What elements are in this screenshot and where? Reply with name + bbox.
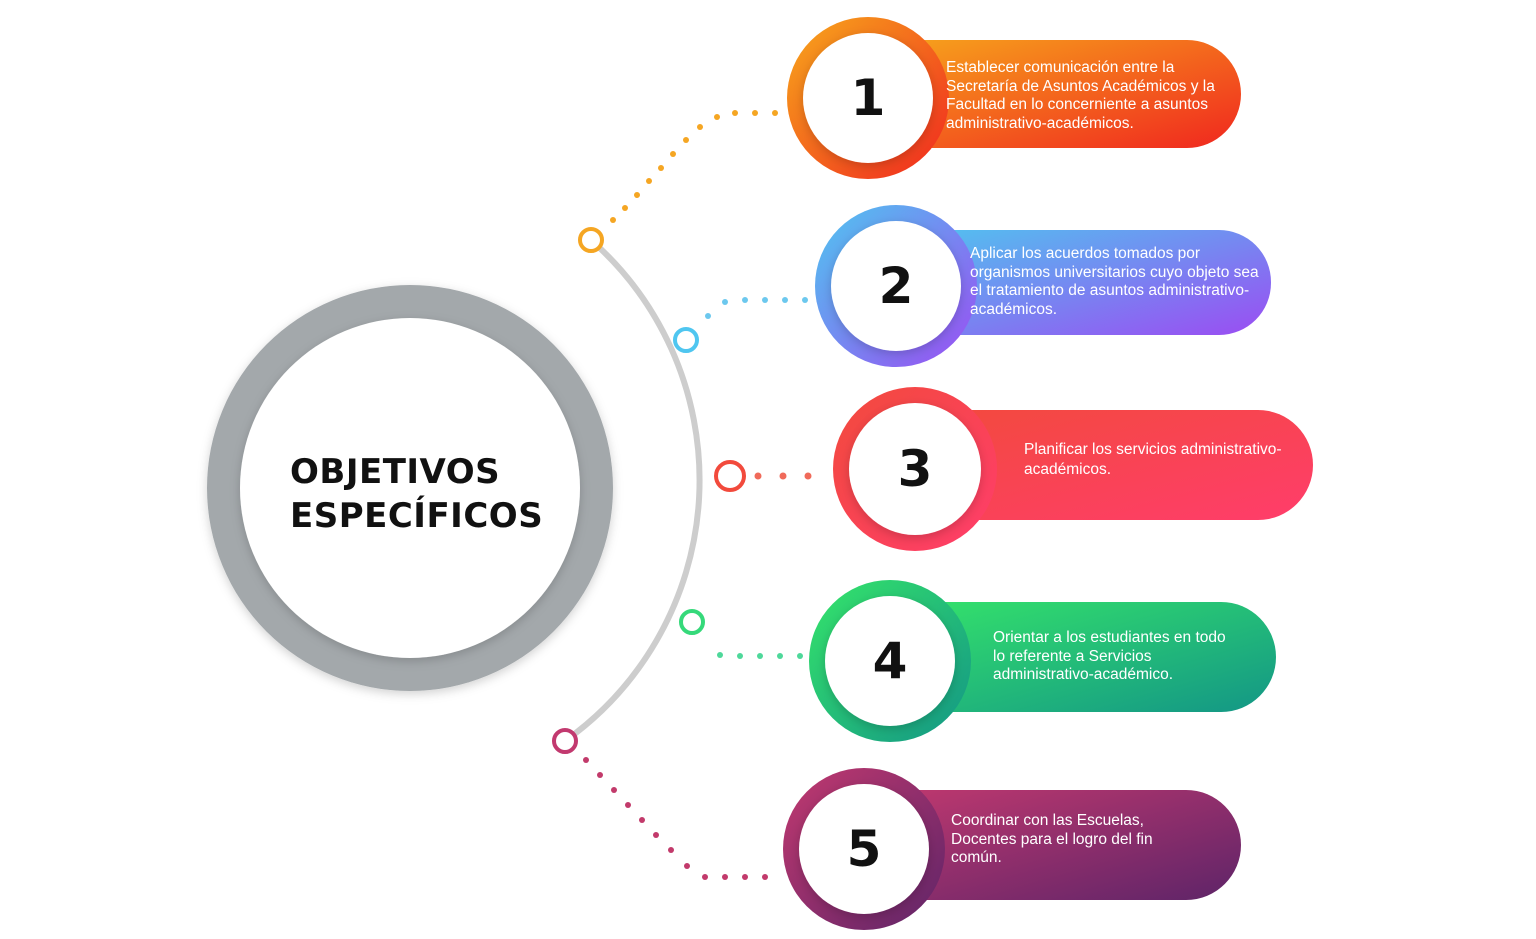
step-1-text: Establecer comunicación entre la Secreta…: [946, 59, 1215, 132]
connector-arc: [563, 237, 703, 744]
dotted-connector-4: [717, 652, 803, 659]
step-4-number: 4: [872, 632, 908, 690]
main-circle: [207, 285, 613, 691]
step-3-text: Planificar los servicios administrativo-…: [1024, 441, 1282, 478]
main-title: OBJETIVOS ESPECÍFICOS: [290, 450, 590, 538]
step-2-text: Aplicar los acuerdos tomados por organis…: [970, 245, 1259, 318]
step-2-number: 2: [878, 257, 914, 315]
step-1-shape: [787, 17, 1241, 179]
step-5-shape: [783, 768, 1241, 930]
step-1-number: 1: [850, 69, 886, 127]
main-title-line-2: ESPECÍFICOS: [290, 496, 544, 536]
dotted-connector-1: [610, 110, 778, 223]
step-4-shape: [809, 580, 1276, 742]
dotted-connector-3: [754, 472, 812, 480]
arc-node-3: [714, 460, 746, 492]
step-5-number: 5: [846, 820, 882, 878]
step-2-shape: [815, 205, 1271, 367]
main-title-line-1: OBJETIVOS: [290, 452, 501, 492]
step-3-shape: [833, 387, 1313, 551]
step-4-text: Orientar a los estudiantes en todo lo re…: [993, 629, 1226, 683]
dotted-connector-2: [705, 297, 808, 319]
arc-node-2: [673, 327, 699, 353]
dotted-connector-5: [583, 757, 768, 880]
arc-node-5: [552, 728, 578, 754]
step-3-number: 3: [897, 440, 933, 498]
arc-node-4: [679, 609, 705, 635]
arc-node-1: [578, 227, 604, 253]
step-5-text: Coordinar con las Escuelas, Docentes par…: [951, 812, 1153, 866]
